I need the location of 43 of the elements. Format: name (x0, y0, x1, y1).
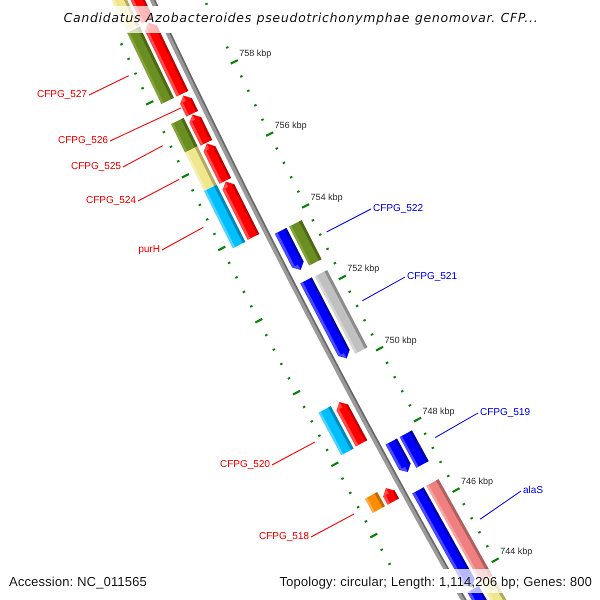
scale-label: 752 kbp (347, 263, 380, 274)
gene-feature (383, 488, 400, 505)
scale-label: 746 kbp (461, 476, 494, 486)
scale-label: 750 kbp (384, 334, 417, 345)
scale-label: 744 kbp (500, 546, 532, 556)
accession-text: Accession: NC_011565 (9, 574, 147, 588)
leader-line (110, 107, 182, 142)
gene-label: CFPG_526 (58, 135, 108, 147)
gene-feature (274, 228, 304, 270)
gene-bar (127, 26, 174, 104)
leader-line (138, 178, 180, 202)
gene-label: purH (138, 244, 160, 256)
gene-bar (318, 406, 354, 456)
gene-label: CFPG_519 (480, 407, 530, 419)
gene-bar (171, 118, 198, 152)
scale-label: 758 kbp (239, 48, 272, 58)
gene-label: CFPG_527 (36, 89, 87, 101)
leader-line (434, 412, 478, 438)
scale-label: 754 kbp (310, 192, 343, 202)
gene-bar (185, 146, 217, 191)
gene-label: CFPG_525 (70, 161, 121, 173)
gene-feature (300, 277, 350, 358)
scale-label: 756 kbp (274, 120, 307, 130)
gene-label: CFPG_520 (220, 459, 270, 471)
leader-line (88, 75, 130, 96)
gene-feature (180, 96, 198, 117)
leader-line (362, 276, 406, 302)
scale-label: 748 kbp (422, 406, 455, 416)
gene-label: CFPG_522 (373, 203, 424, 215)
gene-bar (204, 184, 246, 248)
map-title: Candidatus Azobacteroides pseudotrichonymphae genomovar. CFP... (64, 10, 538, 26)
leader-line (480, 490, 522, 520)
gene-label: CFPG_521 (407, 271, 458, 283)
leader-line (162, 226, 204, 250)
leader-line (310, 514, 354, 538)
gene-bar (364, 492, 385, 513)
leader-line (326, 208, 372, 232)
gene-feature (386, 438, 411, 472)
gene-label: CFPG_524 (86, 195, 136, 207)
gene-label: alaS (523, 485, 544, 497)
genome-summary-text: Topology: circular; Length: 1,114,206 bp; Genes: 800 (279, 574, 592, 588)
gene-label: CFPG_518 (258, 531, 309, 543)
leader-line (122, 145, 164, 168)
